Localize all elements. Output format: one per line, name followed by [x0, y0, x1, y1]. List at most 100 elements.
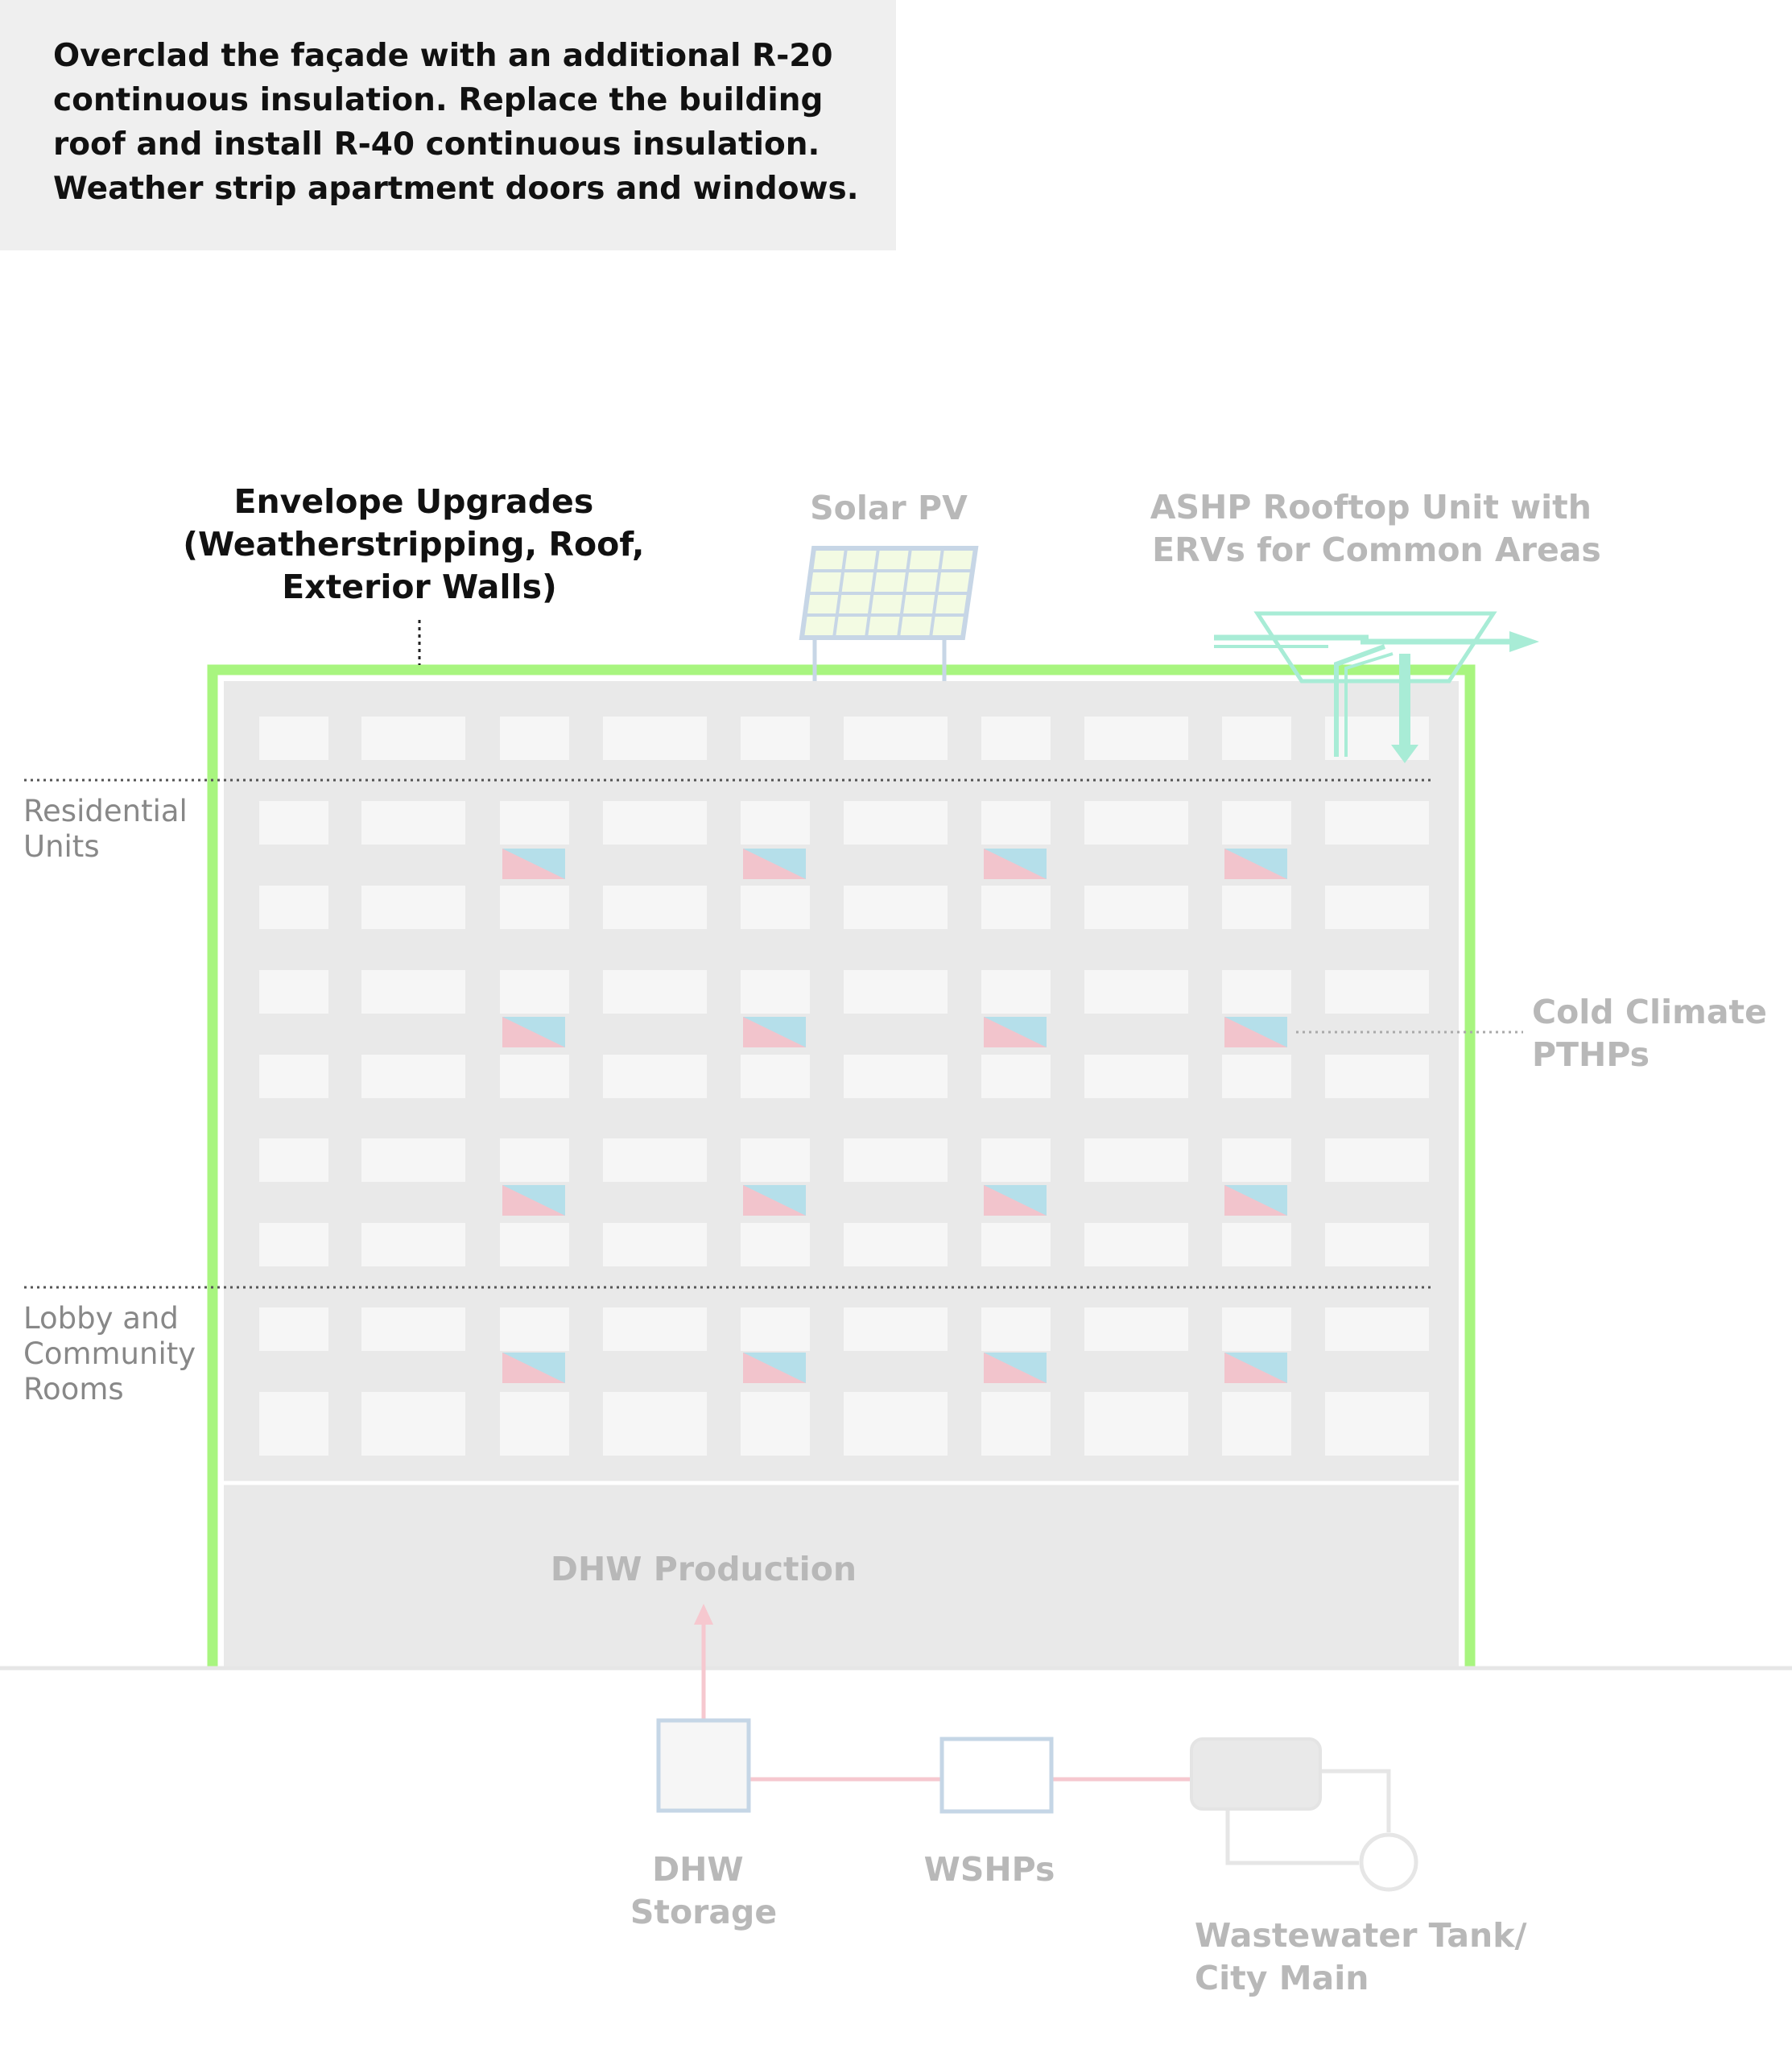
pthp-unit [1224, 849, 1287, 879]
window [981, 970, 1051, 1014]
window [844, 717, 948, 760]
envelope-outline [207, 664, 1476, 1667]
wshp-box [939, 1737, 1054, 1814]
window [1084, 1392, 1188, 1456]
window [1222, 1307, 1291, 1351]
window [259, 1055, 328, 1098]
pthp-unit [1224, 1017, 1287, 1047]
window [361, 1307, 465, 1351]
window [1325, 1055, 1429, 1098]
window [1222, 970, 1291, 1014]
city-main-pipe [1359, 1832, 1418, 1892]
pthp-unit [1224, 1185, 1287, 1216]
pthp-unit [502, 1017, 565, 1047]
window [1222, 886, 1291, 929]
window [844, 801, 948, 845]
dhw-storage-box [656, 1718, 751, 1813]
dhw-production-label: DHW Production [551, 1550, 857, 1588]
pthp-unit [984, 1017, 1047, 1047]
wshp-label: WSHPs [924, 1850, 1055, 1889]
window [1084, 1055, 1188, 1098]
window [500, 717, 569, 760]
window [844, 1392, 948, 1456]
window [1325, 1223, 1429, 1266]
pthp-unit [502, 1185, 565, 1216]
window [603, 1055, 707, 1098]
window [259, 886, 328, 929]
window [844, 1223, 948, 1266]
dhw-supply-arrow [694, 1604, 713, 1625]
window [603, 1138, 707, 1182]
window [361, 970, 465, 1014]
window [259, 1307, 328, 1351]
window [603, 1223, 707, 1266]
window [603, 801, 707, 845]
window [1222, 1138, 1291, 1182]
window [1325, 717, 1429, 760]
window [500, 1138, 569, 1182]
window [981, 801, 1051, 845]
window [981, 1223, 1051, 1266]
window [361, 1055, 465, 1098]
window [603, 1307, 707, 1351]
pthp-unit [502, 849, 565, 879]
window [500, 886, 569, 929]
pthp-unit [743, 1017, 806, 1047]
pthp-unit [743, 1353, 806, 1383]
ashp-rooftop-unit [1214, 611, 1539, 763]
window [361, 1223, 465, 1266]
pthp-units [502, 849, 1287, 1383]
note-line-3: roof and install R-40 continuous insulat… [53, 126, 820, 163]
note-line-4: Weather strip apartment doors and window… [53, 171, 859, 207]
pthp-unit [984, 1353, 1047, 1383]
pthp-unit [743, 849, 806, 879]
pthp-label: Cold Climate PTHPs [1532, 993, 1778, 1074]
window [603, 717, 707, 760]
window [1325, 970, 1429, 1014]
window [259, 1223, 328, 1266]
window [500, 1223, 569, 1266]
window [603, 886, 707, 929]
window [603, 970, 707, 1014]
window [741, 717, 810, 760]
window [1084, 801, 1188, 845]
pthp-unit [984, 1185, 1047, 1216]
window [500, 1055, 569, 1098]
window [1222, 1392, 1291, 1456]
window [844, 1138, 948, 1182]
ashp-label: ASHP Rooftop Unit with ERVs for Common A… [1150, 488, 1603, 569]
pthp-unit [502, 1353, 565, 1383]
dhw-plant [656, 1604, 1418, 1892]
window [259, 970, 328, 1014]
window [1084, 1138, 1188, 1182]
window [741, 1223, 810, 1266]
window [741, 970, 810, 1014]
pthp-unit [984, 849, 1047, 879]
note-line-1: Overclad the façade with an additional R… [53, 38, 833, 74]
window [1325, 1138, 1429, 1182]
window [500, 1307, 569, 1351]
window [1084, 1223, 1188, 1266]
description-note: Overclad the façade with an additional R… [0, 0, 896, 250]
window [361, 717, 465, 760]
window [361, 886, 465, 929]
window [1084, 1307, 1188, 1351]
window [981, 1307, 1051, 1351]
wastewater-pipe [1225, 1769, 1391, 1865]
window [844, 970, 948, 1014]
lobby-label: Lobby and Community Rooms [23, 1301, 205, 1406]
window [981, 1055, 1051, 1098]
window [1222, 1055, 1291, 1098]
window [981, 1138, 1051, 1182]
wastewater-label: Wastewater Tank/ City Main [1195, 1916, 1538, 1997]
window [1325, 801, 1429, 845]
envelope-label: Envelope Upgrades (Weatherstripping, Roo… [183, 482, 656, 606]
pthp-unit [1224, 1353, 1287, 1383]
window [1084, 970, 1188, 1014]
window [1325, 886, 1429, 929]
window [1325, 1392, 1429, 1456]
window [981, 886, 1051, 929]
window [259, 1392, 328, 1456]
window [1222, 717, 1291, 760]
window [844, 886, 948, 929]
